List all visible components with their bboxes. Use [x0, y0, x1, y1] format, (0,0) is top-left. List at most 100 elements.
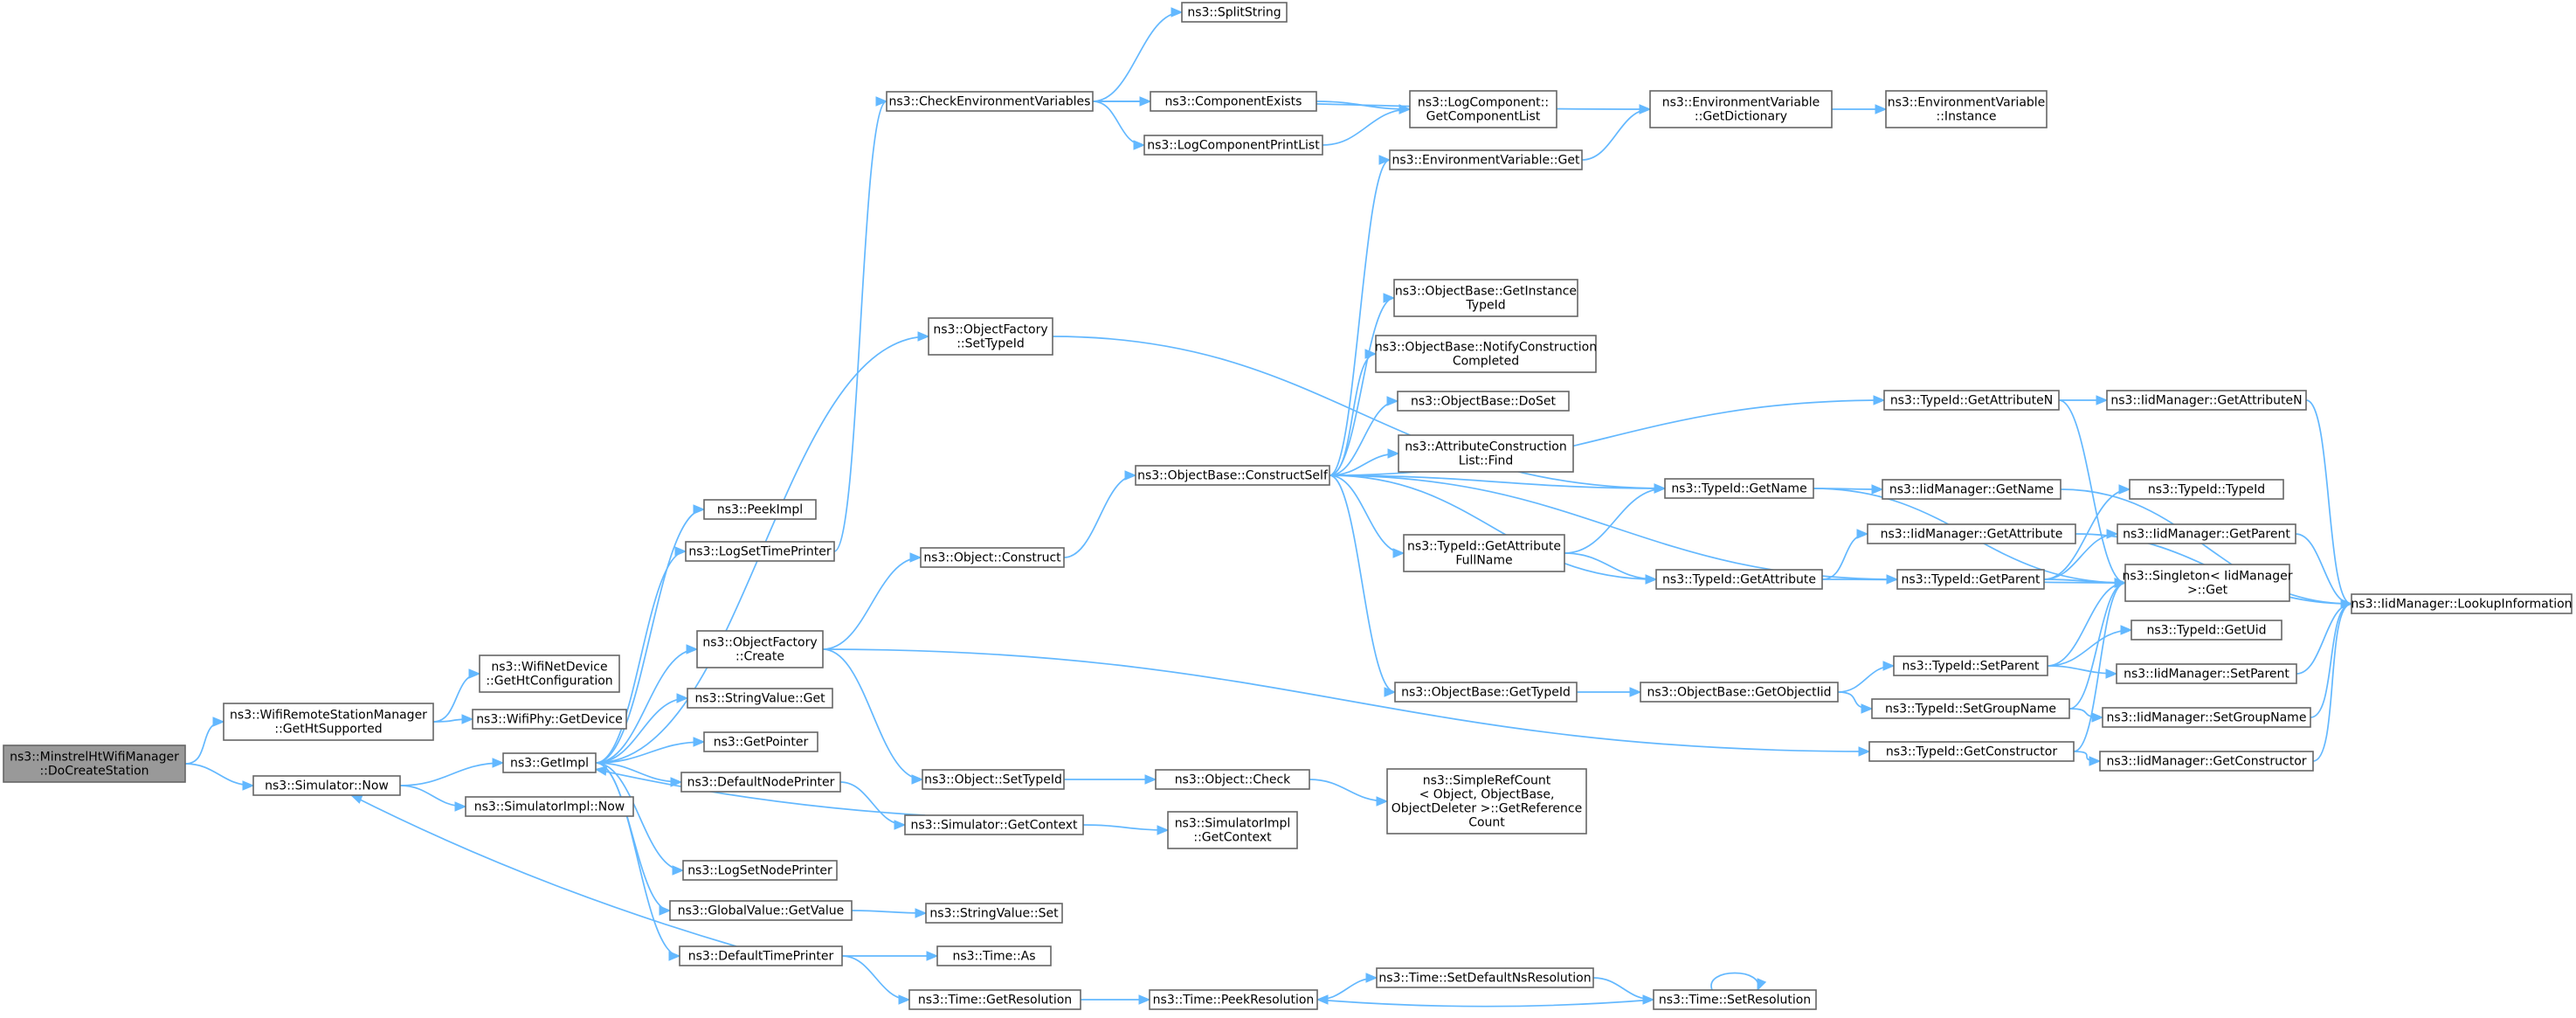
edge-getImpl-to-gvGetValue-arrowhead	[659, 905, 672, 916]
node-box	[1403, 534, 1565, 572]
node-simImplGetContext[interactable]: ns3::SimulatorImpl::GetContext	[1167, 811, 1298, 849]
node-envVarGet[interactable]: ns3::EnvironmentVariable::Get	[1389, 149, 1583, 170]
node-timePeekRes[interactable]: ns3::Time::PeekResolution	[1149, 989, 1318, 1010]
node-simNow[interactable]: ns3::Simulator::Now	[252, 775, 401, 796]
node-getPointer[interactable]: ns3::GetPointer	[703, 731, 818, 752]
node-simImplNow[interactable]: ns3::SimulatorImpl::Now	[465, 796, 634, 817]
node-label: ns3::Time::SetDefaultNsResolution	[1378, 972, 1591, 986]
edge-timeGetRes-to-timePeekRes-arrowhead	[1138, 994, 1151, 1005]
node-constructSelf[interactable]: ns3::ObjectBase::ConstructSelf	[1135, 465, 1330, 486]
node-obGetObjectIid[interactable]: ns3::ObjectBase::GetObjectIid	[1640, 682, 1839, 703]
node-iidGetAttributeN[interactable]: ns3::IidManager::GetAttributeN	[2106, 390, 2307, 411]
node-splitString[interactable]: ns3::SplitString	[1181, 2, 1288, 23]
node-box	[1885, 90, 2048, 128]
node-label: Completed	[1453, 355, 1519, 369]
node-objConstruct[interactable]: ns3::Object::Construct	[920, 547, 1065, 568]
node-timeAs[interactable]: ns3::Time::As	[936, 945, 1052, 966]
node-iidSetGroupName[interactable]: ns3::IidManager::SetGroupName	[2102, 707, 2311, 728]
node-getHtConfig[interactable]: ns3::WifiNetDevice::GetHtConfiguration	[479, 654, 620, 693]
edge-tidSetParent-to-singletonGet	[2047, 582, 2126, 667]
node-tidSetGroupName[interactable]: ns3::TypeId::SetGroupName	[1871, 698, 2070, 719]
node-tidGetParent[interactable]: ns3::TypeId::GetParent	[1896, 569, 2045, 590]
node-label: ns3::TypeId::SetGroupName	[1885, 703, 2056, 717]
node-box	[680, 772, 841, 793]
node-getImpl[interactable]: ns3::GetImpl	[502, 752, 597, 773]
node-iidGetConstructor[interactable]: ns3::IidManager::GetConstructor	[2099, 751, 2314, 772]
node-label: ns3::TypeId::GetName	[1671, 482, 1806, 496]
edge-ofCreate-to-tidGetConstructor	[822, 648, 1870, 752]
node-envVarGetDict[interactable]: ns3::EnvironmentVariable::GetDictionary	[1649, 90, 1833, 128]
node-componentExists[interactable]: ns3::ComponentExists	[1150, 91, 1317, 112]
node-tidTypeId[interactable]: ns3::TypeId::TypeId	[2129, 479, 2284, 500]
node-iidGetName[interactable]: ns3::IidManager::GetName	[1882, 479, 2061, 500]
node-gvGetValue[interactable]: ns3::GlobalValue::GetValue	[669, 900, 853, 921]
node-simGetContext[interactable]: ns3::Simulator::GetContext	[904, 814, 1084, 835]
edge-getImpl-to-logSetTimePrinter	[595, 551, 687, 764]
node-defaultNodePrinter[interactable]: ns3::DefaultNodePrinter	[680, 772, 841, 793]
node-label: ns3::CheckEnvironmentVariables	[889, 95, 1091, 109]
node-ofCreate[interactable]: ns3::ObjectFactory::Create	[696, 630, 824, 668]
node-label: ns3::MinstrelHtWifiManager	[10, 751, 179, 765]
node-logCompPrintList[interactable]: ns3::LogComponentPrintList	[1143, 135, 1323, 156]
node-label: ns3::WifiPhy::GetDevice	[476, 713, 623, 727]
node-box	[1896, 569, 2045, 590]
node-box	[252, 775, 401, 796]
edge-getImpl-to-getPointer-arrowhead	[693, 737, 706, 747]
node-box	[223, 703, 434, 741]
node-peekImpl[interactable]: ns3::PeekImpl	[703, 499, 817, 520]
node-getHtSupported[interactable]: ns3::WifiRemoteStationManager::GetHtSupp…	[223, 703, 434, 741]
node-label: List::Find	[1459, 454, 1514, 468]
node-singletonGet[interactable]: ns3::Singleton< IidManager>::Get	[2123, 564, 2293, 602]
edge-constructSelf-to-tidGetAttributeN-arrowhead	[1873, 395, 1886, 405]
node-label: ns3::ObjectBase::GetInstance	[1395, 285, 1577, 299]
node-box	[1398, 434, 1574, 473]
edge-iidSetParent-to-iidLookupInfo	[2296, 603, 2352, 675]
node-obNotifyConstruction[interactable]: ns3::ObjectBase::NotifyConstructionCompl…	[1375, 335, 1597, 373]
node-timeSetDefaultNsRes[interactable]: ns3::Time::SetDefaultNsResolution	[1376, 967, 1594, 988]
node-ofSetTypeId[interactable]: ns3::ObjectFactory::SetTypeId	[928, 317, 1053, 356]
edge-logCompPrintList-to-logCompGetList	[1322, 108, 1411, 146]
node-iidGetAttribute[interactable]: ns3::IidManager::GetAttribute	[1867, 523, 2076, 544]
node-objSetTypeId[interactable]: ns3::Object::SetTypeId	[922, 769, 1065, 790]
node-simpleRefCount[interactable]: ns3::SimpleRefCount< Object, ObjectBase,…	[1386, 768, 1587, 834]
node-label: ObjectDeleter >::GetReference	[1392, 802, 1582, 816]
node-box	[2351, 593, 2573, 614]
node-obDoSet[interactable]: ns3::ObjectBase::DoSet	[1397, 391, 1570, 412]
node-label: ns3::GetImpl	[510, 757, 589, 771]
node-iidGetParent[interactable]: ns3::IidManager::GetParent	[2117, 523, 2296, 544]
edge-getImpl-to-gvGetValue	[595, 762, 671, 911]
node-stringValueGet[interactable]: ns3::StringValue::Get	[687, 688, 833, 709]
edge-objConstruct-to-constructSelf	[1063, 474, 1136, 558]
node-logSetNodePrinter[interactable]: ns3::LogSetNodePrinter	[682, 860, 838, 881]
node-timeSetRes[interactable]: ns3::Time::SetResolution	[1653, 989, 1817, 1010]
node-label: ns3::IidManager::LookupInformation	[2351, 598, 2572, 612]
node-iidSetParent[interactable]: ns3::IidManager::SetParent	[2116, 663, 2297, 684]
node-checkEnvVars[interactable]: ns3::CheckEnvironmentVariables	[886, 91, 1094, 112]
node-tidGetUid[interactable]: ns3::TypeId::GetUid	[2131, 620, 2282, 641]
node-obGetTypeId[interactable]: ns3::ObjectBase::GetTypeId	[1394, 682, 1578, 703]
node-timeGetRes[interactable]: ns3::Time::GetResolution	[908, 989, 1081, 1010]
node-tidSetParent[interactable]: ns3::TypeId::SetParent	[1893, 655, 2048, 676]
node-root[interactable]: ns3::MinstrelHtWifiManager::DoCreateStat…	[3, 744, 186, 783]
node-tidGetConstructor[interactable]: ns3::TypeId::GetConstructor	[1868, 741, 2075, 762]
node-phyGetDevice[interactable]: ns3::WifiPhy::GetDevice	[472, 709, 627, 730]
node-tidGetAttribute[interactable]: ns3::TypeId::GetAttribute	[1655, 569, 1823, 590]
node-label: ns3::Singleton< IidManager	[2123, 570, 2293, 584]
node-logCompGetList[interactable]: ns3::LogComponent::GetComponentList	[1409, 90, 1557, 128]
node-tidGetName[interactable]: ns3::TypeId::GetName	[1664, 478, 1814, 499]
node-envVarInstance[interactable]: ns3::EnvironmentVariable::Instance	[1885, 90, 2048, 128]
node-stringValueSet[interactable]: ns3::StringValue::Set	[925, 903, 1063, 924]
node-logSetTimePrinter[interactable]: ns3::LogSetTimePrinter	[685, 541, 835, 562]
node-iidLookupInfo[interactable]: ns3::IidManager::LookupInformation	[2351, 593, 2573, 614]
node-box	[3, 744, 186, 783]
node-defaultTimePrinter[interactable]: ns3::DefaultTimePrinter	[679, 945, 843, 966]
node-label: ns3::ObjectFactory	[702, 636, 817, 650]
node-label: ::GetContext	[1193, 831, 1272, 845]
node-tidGetAttributeN[interactable]: ns3::TypeId::GetAttributeN	[1883, 390, 2060, 411]
edge-constructSelf-to-obGetInstanceTypeId	[1329, 297, 1395, 476]
node-label: FullName	[1455, 554, 1512, 568]
node-objCheck[interactable]: ns3::Object::Check	[1155, 769, 1310, 790]
